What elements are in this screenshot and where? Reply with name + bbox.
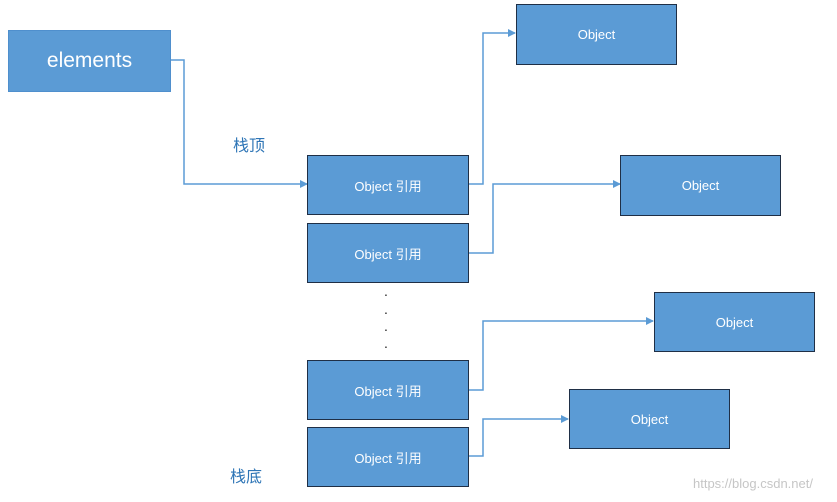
ellipsis-dot-1: .	[384, 283, 388, 299]
connector-ref-4-to-object-4	[469, 415, 569, 457]
elements-box: elements	[9, 31, 170, 91]
stack-ref-label: Object 引用	[354, 450, 422, 466]
object-label: Object	[681, 178, 720, 193]
stack-bottom-label: 栈底	[230, 469, 263, 486]
watermark: https://blog.csdn.net/	[693, 476, 813, 491]
stack-ref-4: Object 引用	[307, 427, 469, 487]
object-box-1: Object	[516, 4, 677, 65]
object-label: Object	[577, 27, 616, 42]
stack-ref-label: Object 引用	[354, 383, 422, 399]
ellipsis-dot-4: .	[384, 335, 388, 351]
object-box-3: Object	[654, 292, 815, 352]
stack-top-label: 栈顶	[233, 138, 266, 155]
connector-ref-3-to-object-3	[469, 317, 654, 391]
object-box-4: Object	[569, 389, 730, 449]
stack-ref-2: Object 引用	[307, 223, 469, 283]
elements-label: elements	[46, 49, 133, 72]
stack-ref-label: Object 引用	[354, 178, 422, 194]
object-label: Object	[630, 411, 669, 427]
connector-ref-1-to-object-1	[469, 29, 516, 185]
connector-ref-2-to-object-2	[469, 180, 621, 254]
stack-ref-3: Object 引用	[307, 360, 469, 420]
connector-elements-to-ref-1	[170, 59, 308, 188]
object-box-2: Object	[620, 155, 781, 216]
stack-ref-label: Object 引用	[354, 246, 422, 262]
object-label: Object	[715, 314, 754, 330]
ellipsis-dot-3: .	[384, 318, 388, 334]
stack-ref-1: Object 引用	[307, 155, 469, 215]
ellipsis-dot-2: .	[384, 301, 388, 317]
